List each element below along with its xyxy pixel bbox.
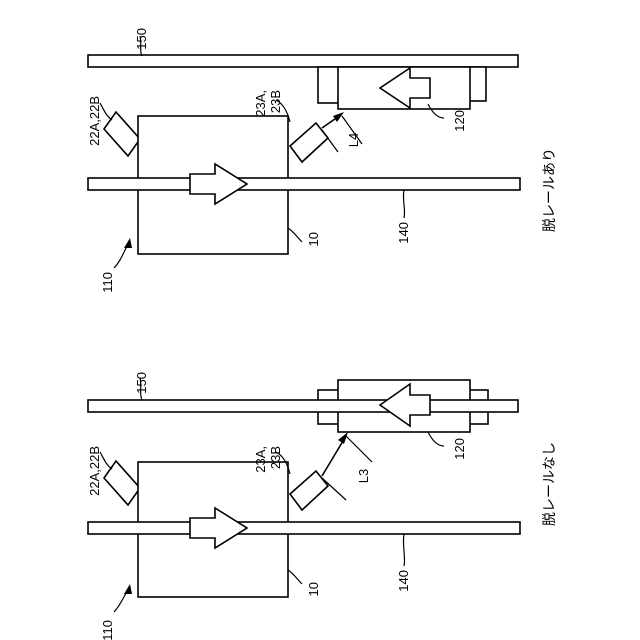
guide-block-left — [318, 67, 340, 103]
leader-10 — [288, 570, 302, 584]
label-vehicle-group: 110 — [100, 620, 115, 640]
other-rail — [88, 55, 518, 67]
leader-140 — [403, 190, 404, 218]
label-own-rail: 140 — [396, 570, 411, 592]
leader-120 — [428, 432, 444, 446]
label-obstacle: 120 — [452, 438, 467, 460]
leader-140 — [403, 534, 404, 566]
label-front-sensor: 22A,22B — [87, 446, 102, 496]
label-side-sensor-1: 23A, — [253, 446, 268, 473]
leader-110-arrowhead — [124, 584, 132, 594]
figure-with-derailment: 150 120 22A,22B 23A, 23B L4 10 140 110 脱… — [87, 28, 558, 293]
other-rail — [88, 400, 518, 412]
figure-without-derailment: 150 120 22A,22B 23A, 23B L3 10 140 110 脱… — [87, 372, 558, 640]
label-obstacle: 120 — [452, 110, 467, 132]
label-other-rail: 150 — [134, 372, 149, 394]
label-side-sensor-1: 23A, — [253, 90, 268, 117]
side-sensor — [290, 471, 328, 510]
label-side-sensor-2: 23B — [268, 90, 283, 113]
distance-extension-1 — [346, 436, 372, 462]
label-distance: L4 — [346, 133, 361, 147]
label-vehicle: 10 — [306, 232, 321, 246]
label-other-rail: 150 — [134, 28, 149, 50]
label-own-rail: 140 — [396, 222, 411, 244]
distance-arrowhead — [338, 432, 348, 444]
label-vehicle-group: 110 — [100, 272, 115, 293]
label-side-sensor-2: 23B — [268, 446, 283, 469]
label-front-sensor: 22A,22B — [87, 96, 102, 146]
label-distance: L3 — [356, 469, 371, 483]
label-vehicle: 10 — [306, 582, 321, 596]
caption: 脱レールあり — [542, 148, 558, 232]
leader-10 — [288, 228, 302, 242]
leader-110-arrowhead — [124, 238, 132, 248]
side-sensor — [290, 123, 328, 162]
own-rail — [88, 178, 520, 190]
caption: 脱レールなし — [542, 442, 558, 526]
own-rail — [88, 522, 520, 534]
